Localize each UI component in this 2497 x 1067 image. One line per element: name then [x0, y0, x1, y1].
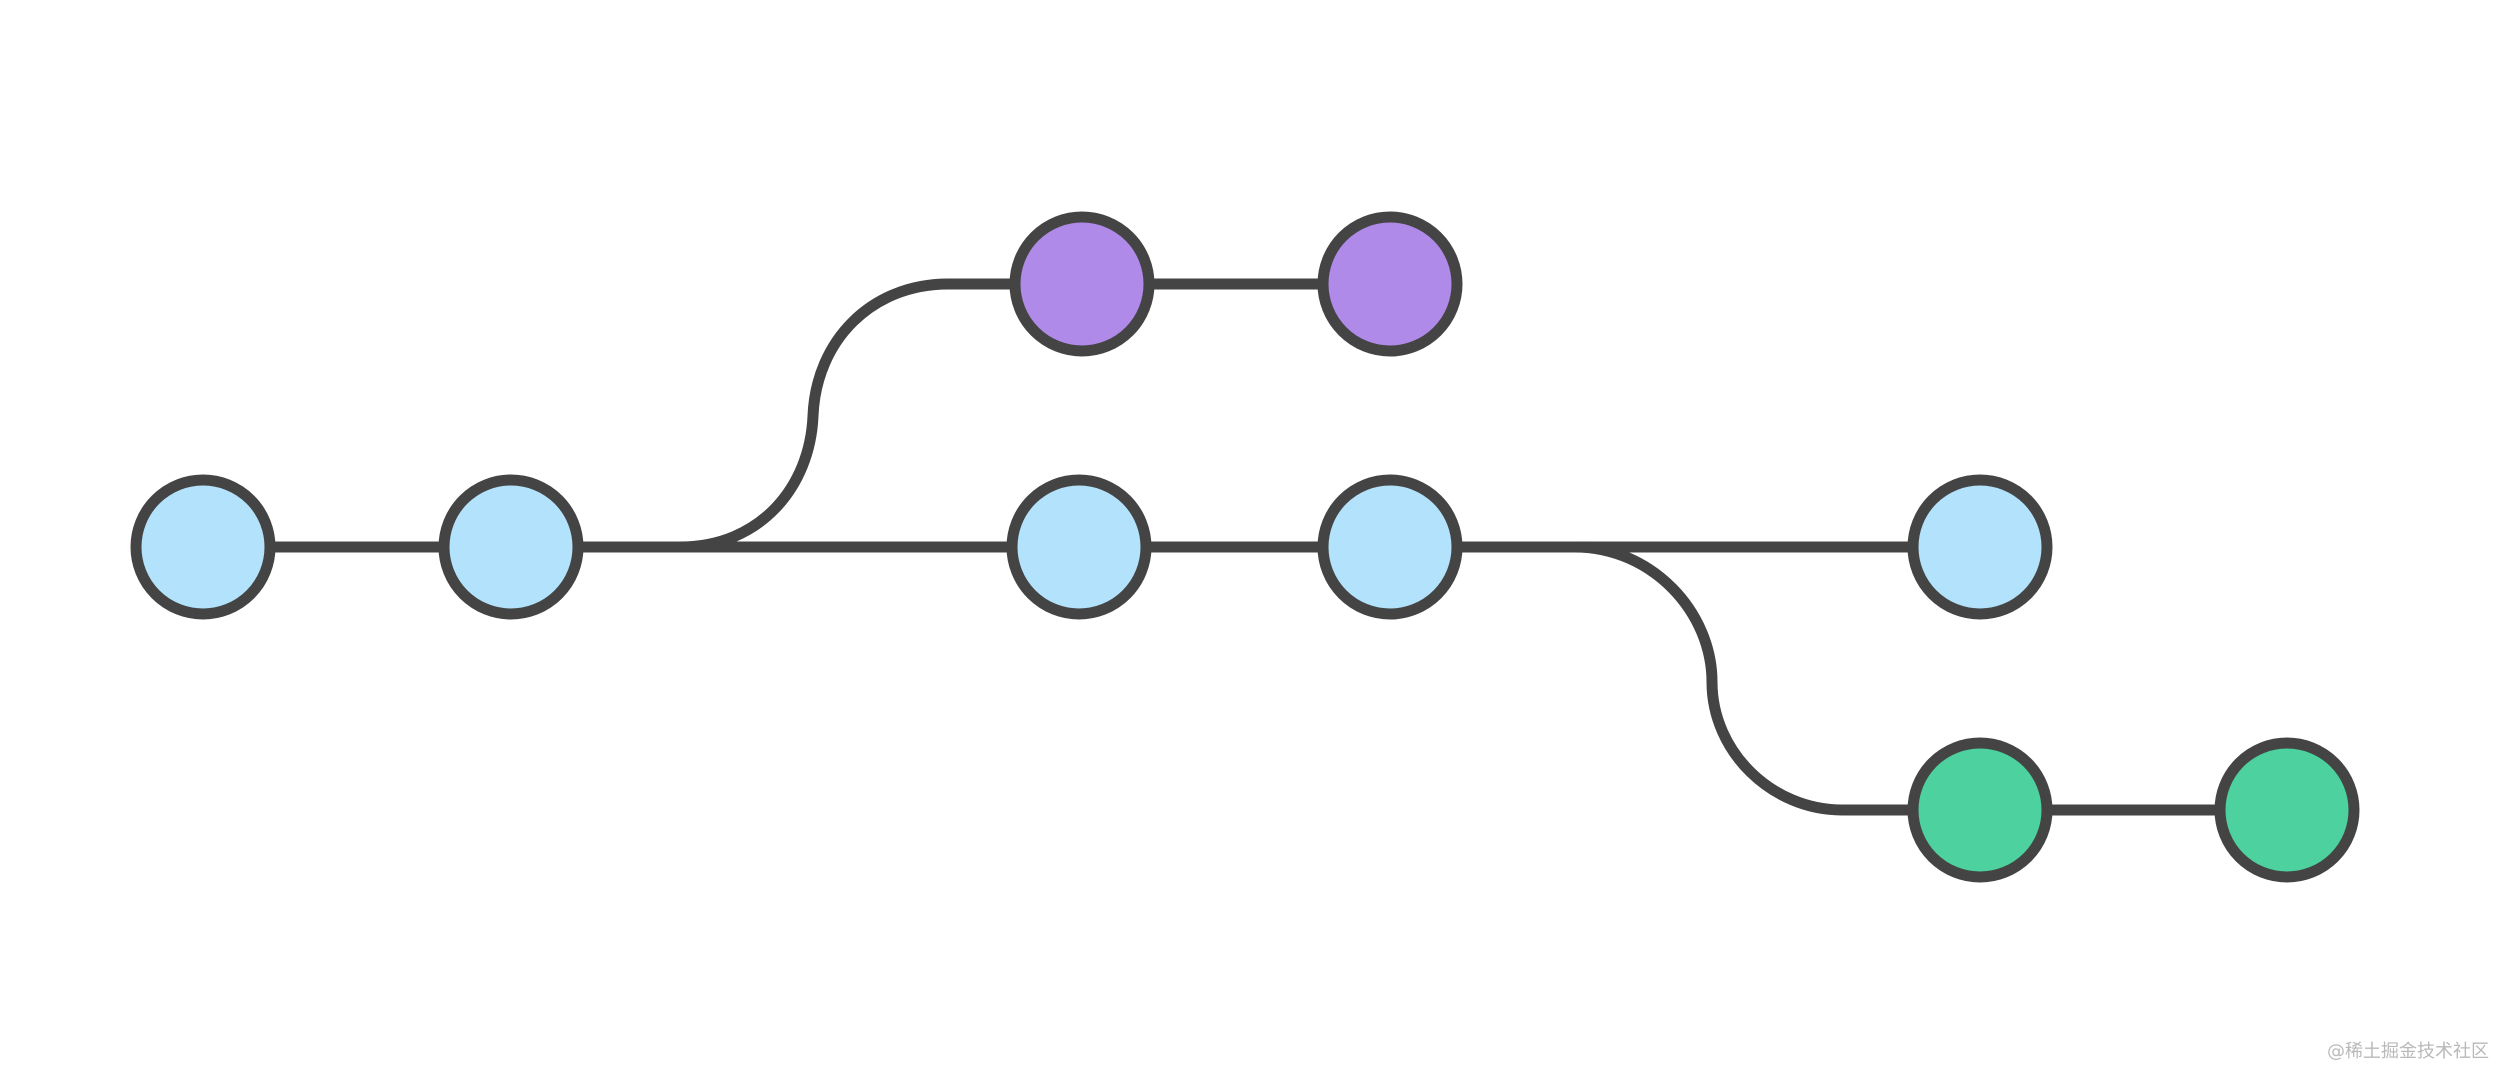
commit-nodes: [130, 211, 2360, 883]
commit-node-main-2: [438, 474, 584, 620]
commit-node-main-4: [1317, 474, 1463, 620]
green-fork-curve: [1384, 541, 1986, 816]
commit-node-green-2: [2214, 737, 2360, 883]
commit-node-main-5: [1907, 474, 2053, 620]
commit-node-purple-2: [1317, 211, 1463, 357]
purple-fork-curve: [505, 278, 1088, 553]
commit-node-purple-1: [1009, 211, 1155, 357]
watermark-text: @稀土掘金技术社区: [2327, 1041, 2489, 1062]
commit-node-main-3: [1006, 474, 1152, 620]
commit-node-main-1: [130, 474, 276, 620]
commit-node-green-1: [1907, 737, 2053, 883]
